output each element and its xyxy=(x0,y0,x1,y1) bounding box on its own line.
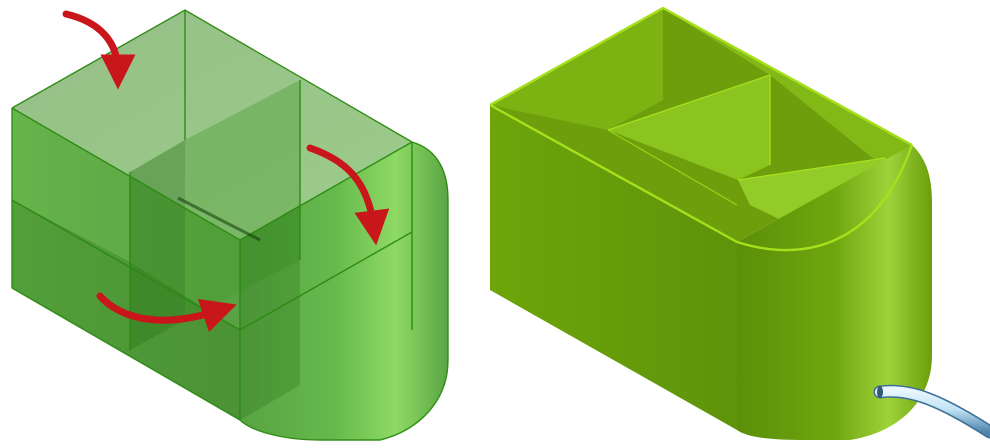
solid-tank-body xyxy=(490,8,932,440)
solid-tank-view xyxy=(470,0,990,448)
transparent-tank-view xyxy=(0,0,470,448)
